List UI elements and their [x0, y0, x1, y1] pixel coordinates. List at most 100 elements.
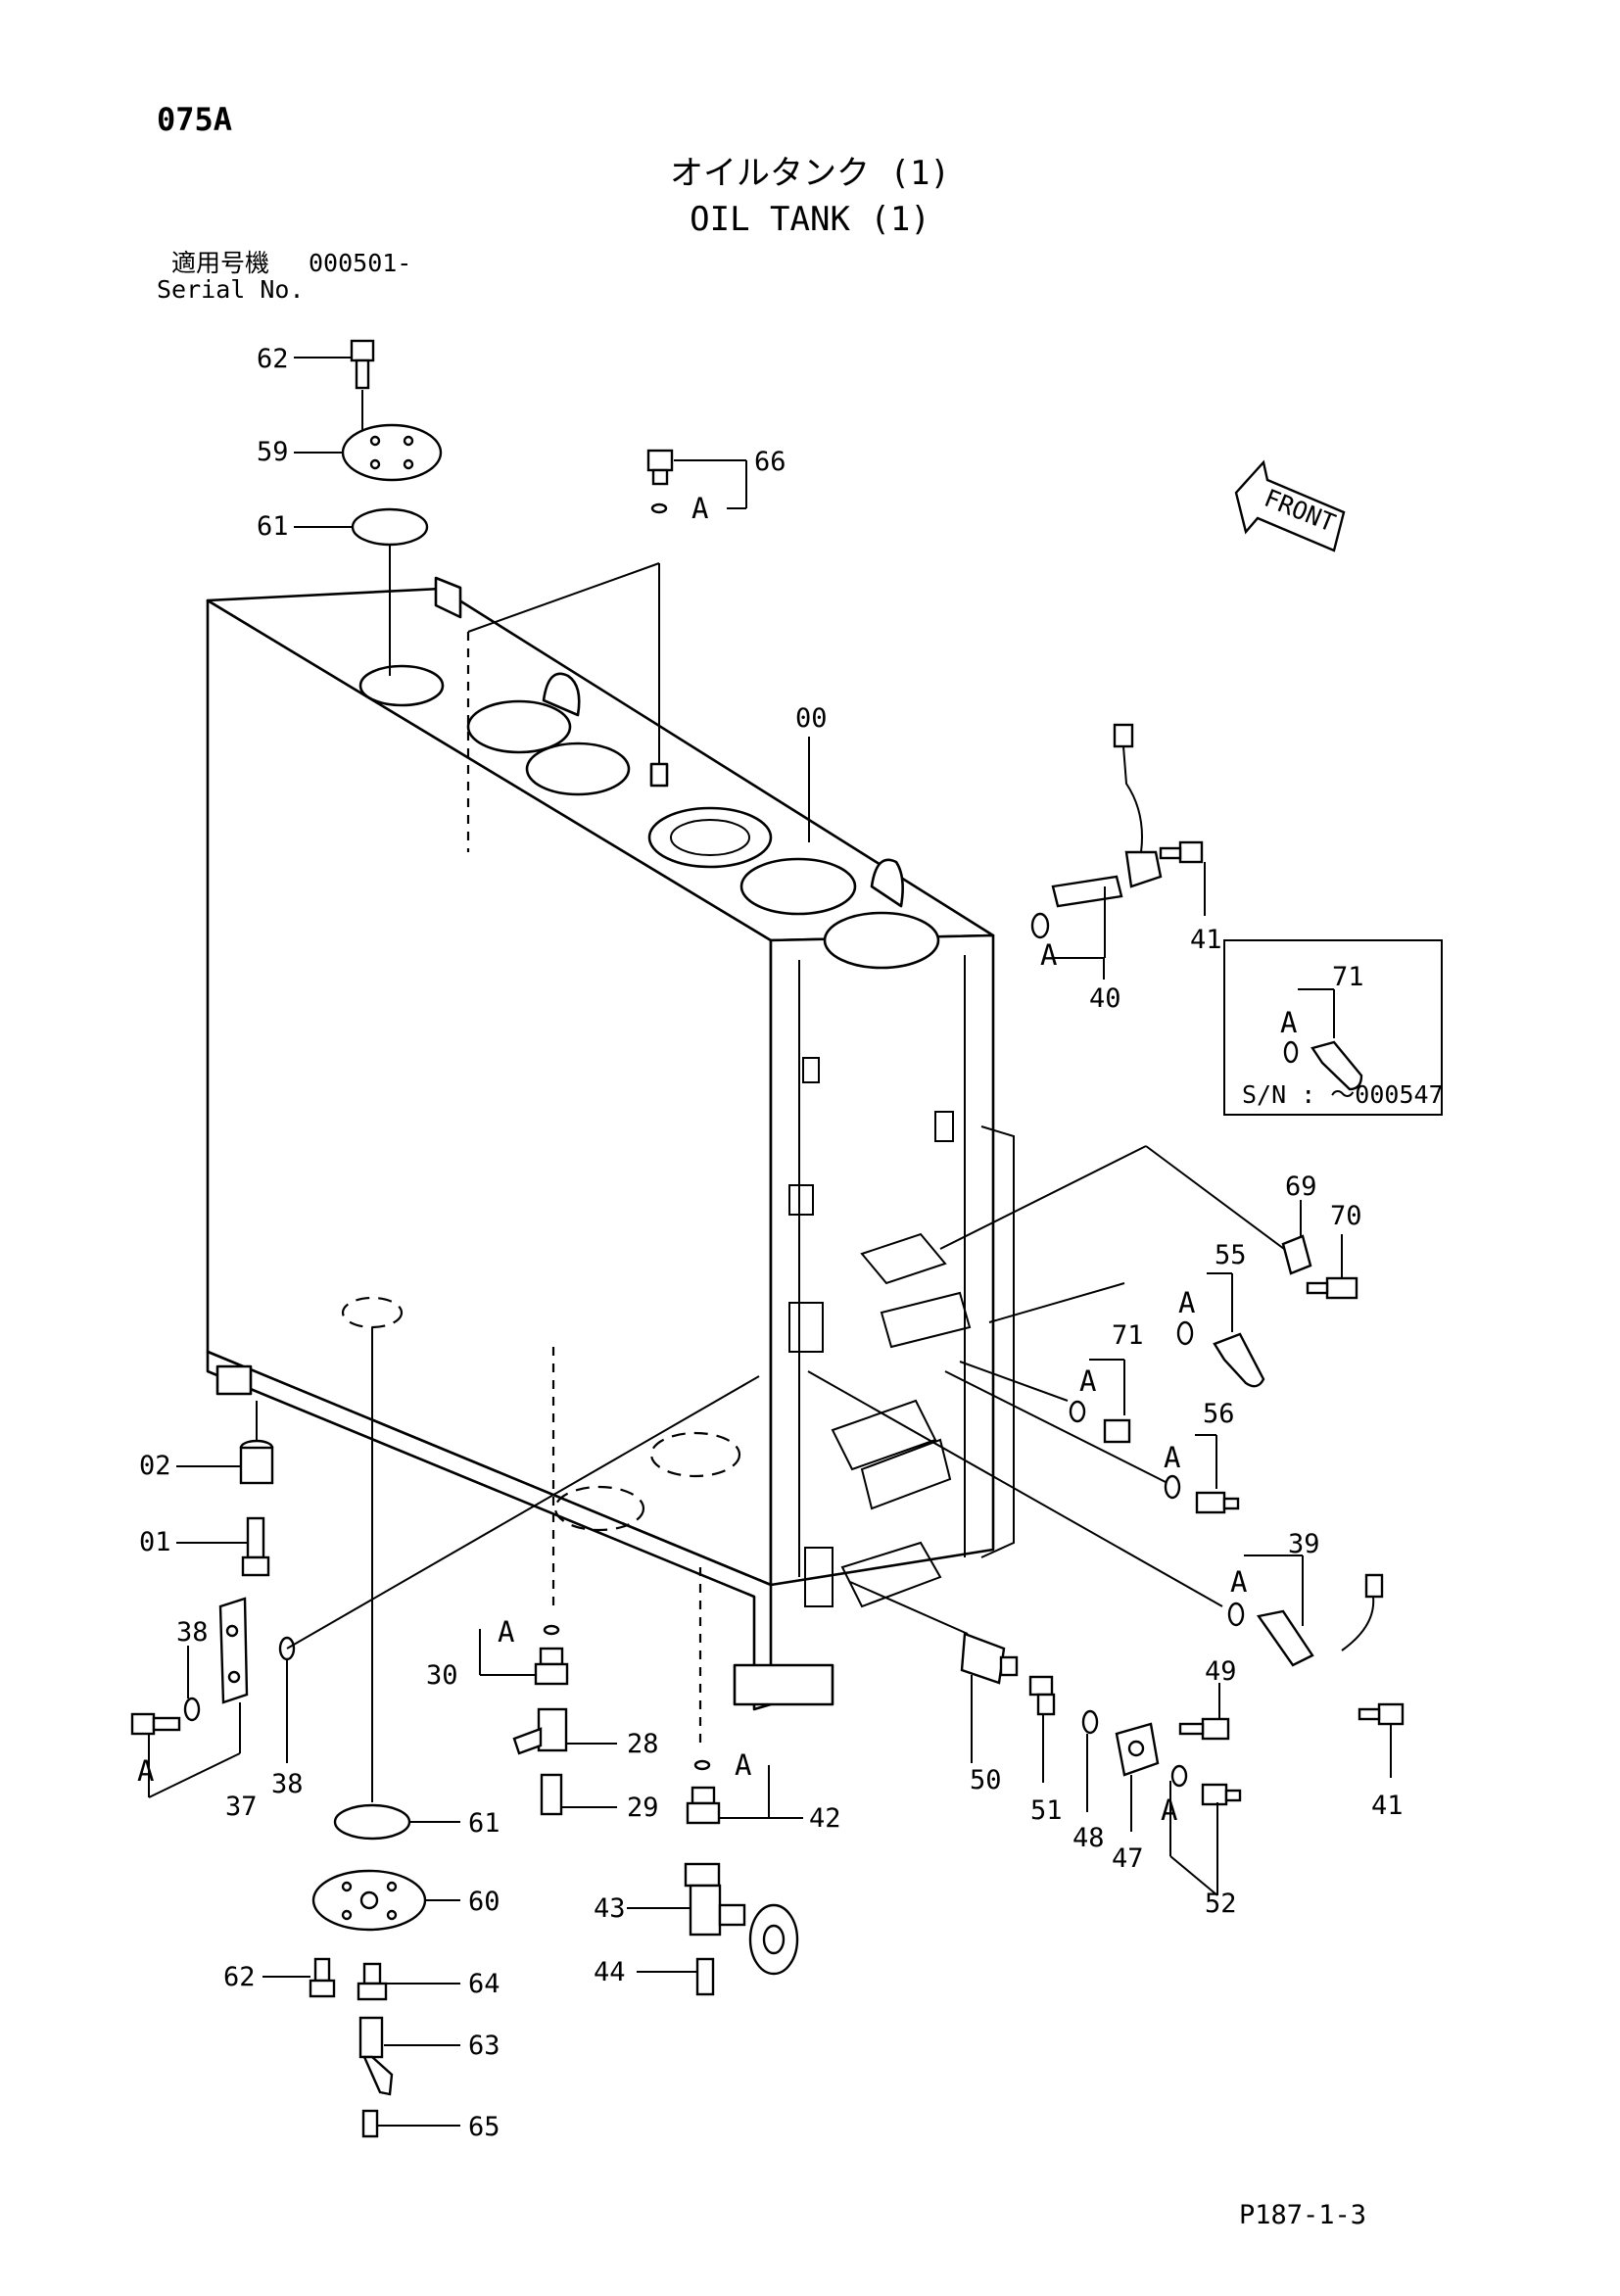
callout-55: 55: [1215, 1240, 1247, 1270]
part-51-fitting: [1028, 1675, 1056, 1783]
serial-range: 000501-: [309, 249, 411, 277]
letter-a-71: A: [1079, 1364, 1096, 1398]
inset-frame: [1223, 939, 1443, 1116]
callout-62-bottom: 62: [223, 1962, 256, 1992]
callout-50: 50: [970, 1765, 1002, 1795]
tank-foot-right: [733, 1663, 834, 1706]
part-63-valve: [358, 2016, 460, 2096]
callout-52: 52: [1205, 1889, 1237, 1919]
callout-59: 59: [257, 437, 289, 467]
callout-30: 30: [426, 1660, 458, 1691]
callout-42: 42: [809, 1803, 841, 1834]
part-62-top: [294, 339, 375, 431]
callout-41-top: 41: [1190, 925, 1222, 955]
serial-label-japanese: 適用号機: [171, 249, 269, 277]
part-65-nipple: [361, 2109, 460, 2138]
tank-foot-left: [215, 1364, 253, 1396]
callout-41-bottom: 41: [1371, 1791, 1404, 1821]
part-59-cover-plate: [294, 423, 443, 482]
serial-label-english: Serial No.: [157, 275, 305, 304]
page-code: 075A: [157, 101, 232, 138]
callout-40: 40: [1089, 983, 1121, 1014]
callout-51: 51: [1030, 1795, 1063, 1826]
part-69-clip: [1281, 1200, 1312, 1275]
callout-47: 47: [1112, 1843, 1144, 1874]
oil-tank-body: [206, 576, 1015, 1711]
callout-48: 48: [1072, 1823, 1105, 1853]
part-47-flange: [1115, 1722, 1160, 1832]
part-66-plug: [467, 449, 747, 764]
part-44-nipple: [637, 1957, 715, 1996]
callout-61-top: 61: [257, 511, 289, 542]
part-43-valve: [627, 1862, 799, 1976]
callout-38-left: 38: [176, 1617, 209, 1648]
callout-65: 65: [468, 2112, 500, 2142]
callout-70: 70: [1330, 1201, 1362, 1231]
part-37-bracket: [148, 1597, 249, 1798]
part-56-fitting: [1164, 1434, 1240, 1514]
part-64-fitting: [357, 1962, 460, 2001]
part-48-o-ring: [1081, 1709, 1099, 1812]
letter-a-39: A: [1230, 1565, 1247, 1599]
part-49-bolt: [1178, 1683, 1230, 1741]
callout-66: 66: [754, 447, 786, 477]
letter-a-40: A: [1040, 938, 1057, 972]
callout-56: 56: [1203, 1399, 1235, 1429]
letter-a-55: A: [1178, 1286, 1195, 1319]
part-61-bottom-gasket: [333, 1803, 460, 1841]
part-50-strainer: [960, 1632, 1019, 1763]
callout-63: 63: [468, 2031, 500, 2061]
callout-39: 39: [1288, 1529, 1320, 1559]
serial-inset-box: 71 A S/N : ～000547: [1223, 939, 1444, 1116]
letter-a-37: A: [137, 1754, 154, 1788]
inset-caption: S/N : ～000547: [1242, 1080, 1444, 1109]
callout-43: 43: [594, 1893, 626, 1924]
part-30-fitting: [479, 1624, 569, 1686]
top-drain-boss: [649, 762, 669, 788]
callout-60: 60: [468, 1887, 500, 1917]
callout-61-bottom: 61: [468, 1808, 500, 1839]
front-arrow-icon: FRONT: [1234, 459, 1346, 552]
letter-a-42: A: [735, 1748, 751, 1782]
part-60-cover-plate: [311, 1869, 460, 1932]
part-40-level-sensor: [1030, 723, 1206, 980]
part-41-bolt-lower: [1358, 1702, 1405, 1778]
callout-01: 01: [139, 1527, 171, 1557]
part-38-washer-right: [278, 1375, 760, 1763]
part-38-washer-left: [183, 1646, 201, 1722]
part-01-bolt: [176, 1516, 270, 1577]
callout-71-inset: 71: [1332, 962, 1364, 992]
part-39-level-sensor: [1227, 1555, 1384, 1667]
part-42-fitting: [686, 1759, 803, 1825]
callout-38-right: 38: [271, 1769, 304, 1799]
page-reference: P187-1-3: [1239, 2200, 1366, 2230]
callout-62-top: 62: [257, 344, 289, 374]
part-bolt-left: [130, 1712, 181, 1797]
callout-44: 44: [594, 1957, 626, 1987]
part-52-fitting: [1169, 1764, 1242, 1896]
part-70-bolt: [1306, 1234, 1358, 1300]
part-71-plug: [1069, 1359, 1131, 1444]
letter-a-56: A: [1164, 1441, 1180, 1474]
title-english: OIL TANK (1): [690, 200, 930, 239]
part-29-nipple: [540, 1773, 617, 1816]
callout-02: 02: [139, 1451, 171, 1481]
callout-28: 28: [627, 1729, 659, 1759]
callout-00: 00: [795, 703, 828, 734]
callout-37: 37: [225, 1792, 258, 1822]
title-japanese: オイルタンク (1): [670, 154, 950, 193]
letter-a-inset: A: [1280, 1006, 1297, 1039]
part-61-top-gasket: [294, 507, 429, 676]
part-55-elbow: [1176, 1272, 1265, 1388]
letter-a-30: A: [498, 1615, 514, 1649]
callout-69: 69: [1285, 1172, 1317, 1202]
callout-64: 64: [468, 1969, 500, 1999]
callout-49: 49: [1205, 1656, 1237, 1687]
part-28-valve: [512, 1707, 617, 1755]
callout-71: 71: [1112, 1320, 1144, 1351]
part-62-bottom-bolt: [262, 1957, 336, 1998]
part-02-collar: [176, 1401, 274, 1485]
callout-29: 29: [627, 1793, 659, 1823]
